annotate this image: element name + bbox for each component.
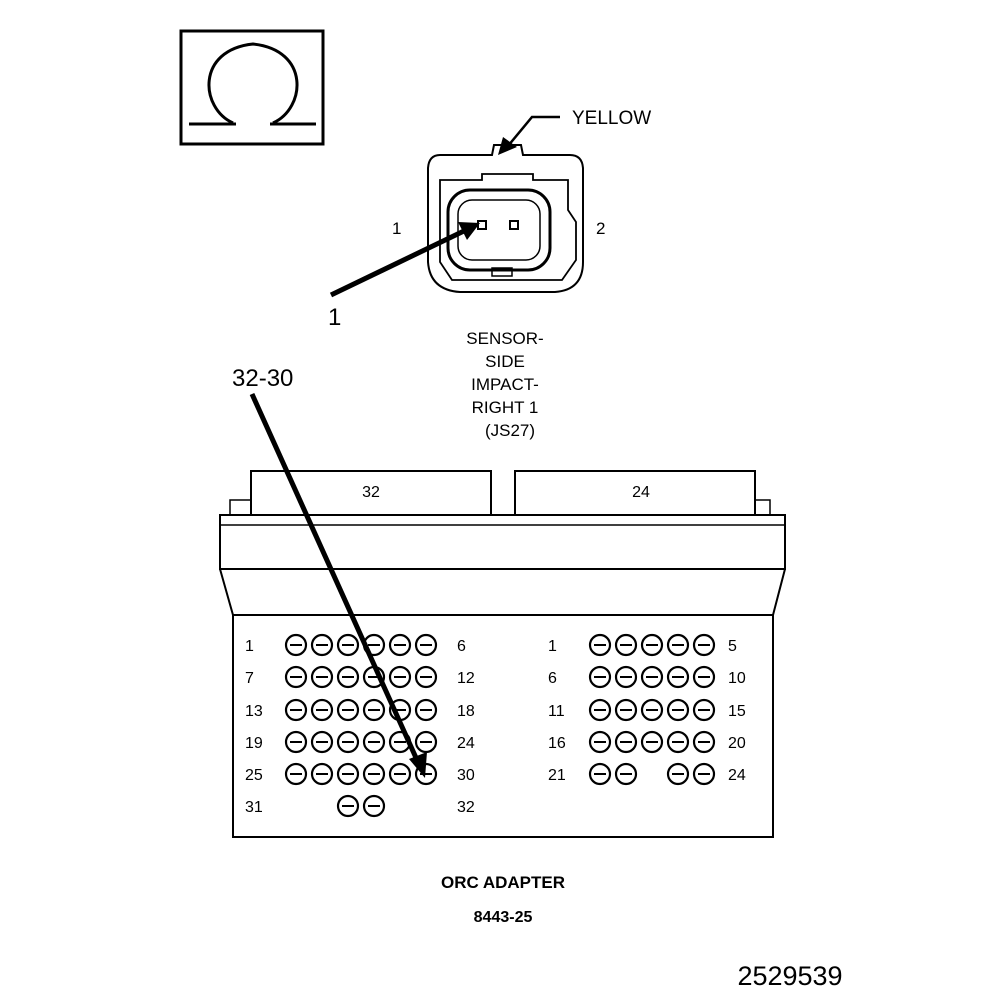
adapter-part-number: 8443-25	[474, 909, 533, 926]
connector-name-line-1: SENSOR-	[466, 329, 543, 348]
right-pin	[666, 665, 690, 689]
right-row-end-label: 24	[728, 767, 746, 784]
pin-2-label: 2	[596, 219, 605, 238]
right-pin	[614, 665, 638, 689]
connector-name-line-2: SIDE	[485, 352, 525, 371]
left-pin	[310, 665, 334, 689]
left-pin	[414, 730, 438, 754]
right-row-start-label: 11	[548, 703, 565, 720]
pin-1-label: 1	[392, 219, 401, 238]
adapter-title: ORC ADAPTER	[441, 873, 565, 892]
figure-id: 2529539	[737, 961, 842, 991]
connector-name-line-3: IMPACT-	[471, 375, 539, 394]
right-pin	[614, 730, 638, 754]
left-row-start-label: 25	[245, 767, 263, 784]
left-pin	[388, 633, 412, 657]
adapter-callout-label: 32-30	[232, 365, 293, 392]
pin-1-arrow	[329, 222, 480, 298]
right-pin	[640, 698, 664, 722]
left-pin	[284, 698, 308, 722]
left-pin	[284, 762, 308, 786]
right-row-start-label: 6	[548, 670, 557, 687]
right-pin	[692, 633, 716, 657]
right-pin	[692, 730, 716, 754]
connector-name: SENSOR- SIDE IMPACT- RIGHT 1 (JS27)	[466, 329, 543, 440]
left-row-start-label: 7	[245, 670, 254, 687]
left-pin	[362, 698, 386, 722]
ohm-meter-icon	[179, 29, 325, 146]
right-pin	[692, 665, 716, 689]
left-row-end-label: 24	[457, 735, 475, 752]
right-pin	[588, 665, 612, 689]
left-row-end-label: 32	[457, 799, 475, 816]
yellow-leader	[498, 115, 560, 155]
right-pin	[666, 730, 690, 754]
right-pin	[640, 665, 664, 689]
left-row-start-label: 13	[245, 703, 263, 720]
left-pin	[362, 730, 386, 754]
left-row-end-label: 6	[457, 638, 466, 655]
right-pin	[614, 698, 638, 722]
left-pin	[414, 698, 438, 722]
left-row-start-label: 19	[245, 735, 263, 752]
left-header-label: 32	[362, 484, 380, 501]
pin-2-cavity	[509, 220, 519, 230]
right-row-end-label: 15	[728, 703, 746, 720]
left-pin	[414, 633, 438, 657]
right-pin	[692, 762, 716, 786]
right-pin	[588, 762, 612, 786]
left-pin	[310, 762, 334, 786]
left-pin	[388, 762, 412, 786]
pin-callout-label: 1	[328, 304, 341, 331]
left-pin	[284, 665, 308, 689]
right-pin	[640, 633, 664, 657]
left-pin	[310, 730, 334, 754]
right-row-start-label: 16	[548, 735, 566, 752]
right-header-block	[514, 470, 756, 516]
right-row-end-label: 20	[728, 735, 746, 752]
right-pin	[588, 730, 612, 754]
pin-1-cavity	[477, 220, 487, 230]
connector-name-line-4: RIGHT 1	[472, 398, 539, 417]
right-pin	[666, 762, 690, 786]
connector-name-line-5: (JS27)	[485, 421, 535, 440]
left-pin	[414, 665, 438, 689]
left-row-end-label: 18	[457, 703, 475, 720]
right-pin	[614, 633, 638, 657]
right-pin	[588, 698, 612, 722]
right-row-start-label: 1	[548, 638, 557, 655]
right-row-start-label: 21	[548, 767, 566, 784]
adapter-pin-arrow	[249, 392, 427, 778]
sensor-connector	[427, 144, 584, 293]
right-pin	[640, 730, 664, 754]
left-pin	[336, 730, 360, 754]
right-pin	[588, 633, 612, 657]
left-pin	[336, 794, 360, 818]
left-row-end-label: 30	[457, 767, 475, 784]
left-pin	[362, 762, 386, 786]
right-pin	[666, 698, 690, 722]
right-pin	[692, 698, 716, 722]
left-pin	[336, 633, 360, 657]
left-pin	[284, 730, 308, 754]
left-row-end-label: 12	[457, 670, 475, 687]
left-pin	[284, 633, 308, 657]
right-row-end-label: 10	[728, 670, 746, 687]
right-header-label: 24	[632, 484, 650, 501]
left-row-start-label: 31	[245, 799, 263, 816]
connector-color-label: YELLOW	[572, 108, 651, 129]
right-row-end-label: 5	[728, 638, 737, 655]
left-pin	[388, 665, 412, 689]
right-pin	[614, 762, 638, 786]
left-pin	[336, 698, 360, 722]
left-pin	[362, 794, 386, 818]
left-pin	[310, 633, 334, 657]
right-pin	[666, 633, 690, 657]
left-pin	[310, 698, 334, 722]
left-row-start-label: 1	[245, 638, 254, 655]
left-pin	[336, 665, 360, 689]
left-pin	[336, 762, 360, 786]
